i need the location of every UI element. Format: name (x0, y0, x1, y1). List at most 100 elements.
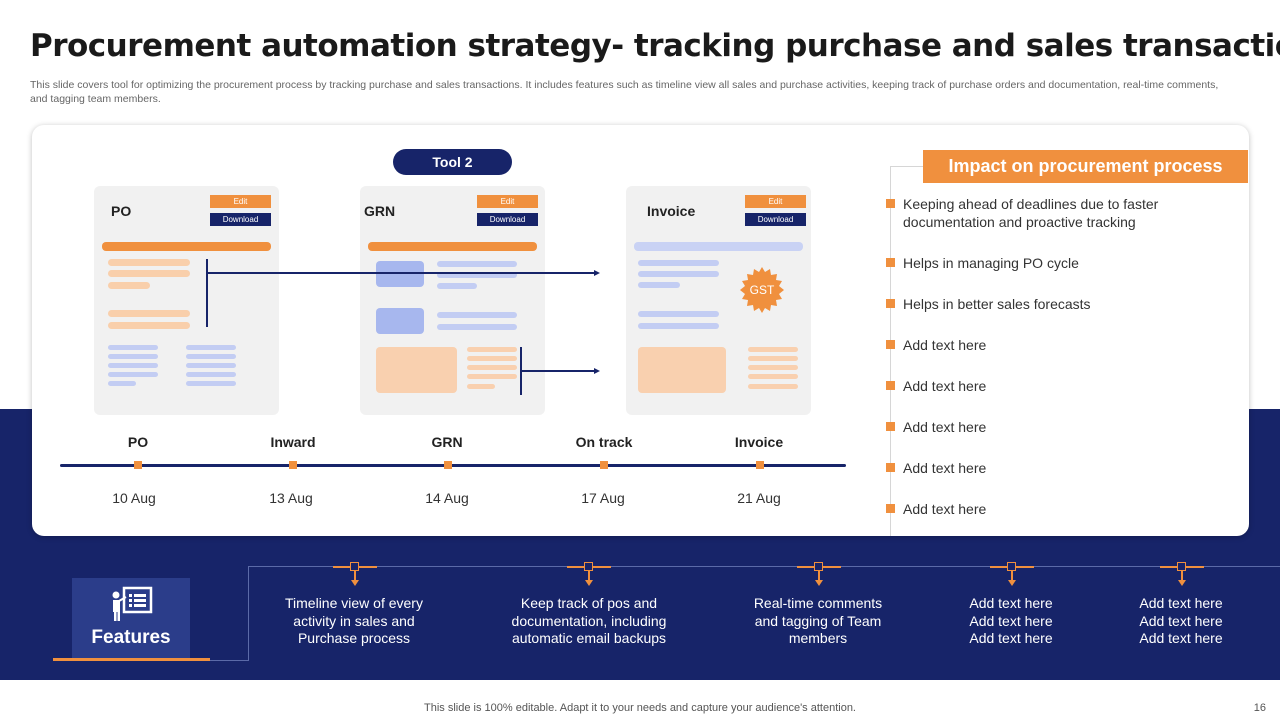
timeline-marker (134, 461, 142, 469)
po-line (186, 354, 236, 359)
feature-arrow (354, 571, 356, 584)
grn-block (376, 261, 424, 287)
impact-item: Add text here (886, 336, 1226, 354)
features-connector-line (210, 660, 249, 661)
impact-divider (890, 166, 923, 167)
timeline-label: Invoice (734, 434, 784, 450)
feature-arrow (588, 571, 590, 584)
feature-node (1177, 562, 1186, 571)
grn-line (437, 324, 517, 330)
invoice-download-button[interactable]: Download (745, 213, 806, 226)
gst-stamp-icon: GST (740, 267, 784, 313)
feature-arrowhead (585, 580, 593, 586)
grn-line (467, 356, 517, 361)
impact-heading: Impact on procurement process (923, 150, 1248, 183)
invoice-edit-button[interactable]: Edit (745, 195, 806, 208)
po-line (108, 270, 190, 277)
feature-arrowhead (351, 580, 359, 586)
impact-item: Helps in managing PO cycle (886, 254, 1226, 272)
po-line (108, 345, 158, 350)
presenter-board-icon (112, 586, 153, 621)
impact-item: Add text here (886, 377, 1226, 395)
timeline-label: On track (575, 434, 633, 450)
feature-node (1007, 562, 1016, 571)
grn-edit-button[interactable]: Edit (477, 195, 538, 208)
timeline-date: 10 Aug (112, 490, 156, 506)
feature-arrowhead (1178, 580, 1186, 586)
features-label: Features (91, 627, 171, 648)
grn-block (376, 308, 424, 334)
po-download-button[interactable]: Download (210, 213, 271, 226)
feature-arrow (1011, 571, 1013, 584)
invoice-header-bar (634, 242, 803, 251)
features-connector-line (248, 566, 249, 661)
timeline-line (60, 464, 846, 467)
slide-title: Procurement automation strategy- trackin… (30, 28, 1280, 64)
footer-note: This slide is 100% editable. Adapt it to… (424, 702, 856, 714)
impact-item-text: Add text here (903, 419, 987, 435)
po-line (108, 259, 190, 266)
impact-item-text: Helps in better sales forecasts (903, 296, 1091, 312)
po-line (108, 363, 158, 368)
po-line (108, 372, 158, 377)
grn-download-button[interactable]: Download (477, 213, 538, 226)
bullet-square-icon (886, 299, 895, 308)
impact-item-text: Helps in managing PO cycle (903, 255, 1079, 271)
invoice-block (638, 347, 726, 393)
po-edit-button[interactable]: Edit (210, 195, 271, 208)
timeline-marker (444, 461, 452, 469)
impact-item-text: Add text here (903, 378, 987, 394)
grn-line (437, 261, 517, 267)
slide-subtitle: This slide covers tool for optimizing th… (30, 79, 1219, 105)
invoice-line (748, 347, 798, 352)
po-line (186, 381, 236, 386)
impact-item-text: Add text here (903, 501, 987, 517)
po-line (108, 310, 190, 317)
timeline-date: 21 Aug (737, 490, 781, 506)
impact-item: Add text here (886, 418, 1226, 436)
feature-arrow (818, 571, 820, 584)
feature-text: Timeline view of every activity in sales… (285, 595, 423, 646)
grn-line (437, 312, 517, 318)
features-box (72, 578, 190, 658)
feature-text: Keep track of pos and documentation, inc… (511, 595, 667, 646)
po-line (108, 282, 150, 289)
timeline-date: 14 Aug (425, 490, 469, 506)
connector-arrowhead (594, 270, 600, 276)
timeline-label: GRN (431, 434, 463, 450)
connector-arrowhead (594, 368, 600, 374)
feature-text: Add text here Add text here Add text her… (1139, 595, 1223, 646)
timeline-label: Inward (270, 434, 316, 450)
timeline-date: 13 Aug (269, 490, 313, 506)
feature-arrow (1181, 571, 1183, 584)
timeline-marker (600, 461, 608, 469)
page-number: 16 (1253, 702, 1266, 714)
grn-line (437, 272, 517, 278)
po-line (108, 354, 158, 359)
feature-arrowhead (1008, 580, 1016, 586)
grn-to-invoice-connector (521, 370, 596, 372)
grn-line (437, 283, 477, 289)
bullet-square-icon (886, 381, 895, 390)
invoice-line (748, 384, 798, 389)
impact-item-text: Keeping ahead of deadlines due to faster… (903, 196, 1159, 230)
invoice-line (638, 323, 719, 329)
grn-line (467, 347, 517, 352)
po-line (186, 363, 236, 368)
impact-item-text: Add text here (903, 337, 987, 353)
bullet-square-icon (886, 340, 895, 349)
grn-block (376, 347, 457, 393)
grn-line (467, 384, 495, 389)
po-line (186, 372, 236, 377)
po-connector-vertical (206, 259, 208, 327)
grn-document-title: GRN (364, 203, 396, 219)
invoice-line (638, 282, 680, 288)
feature-node (584, 562, 593, 571)
po-line (186, 345, 236, 350)
bullet-square-icon (886, 258, 895, 267)
impact-item: Helps in better sales forecasts (886, 295, 1226, 313)
timeline-date: 17 Aug (581, 490, 625, 506)
po-header-bar (102, 242, 271, 251)
features-connector-line (248, 566, 1280, 567)
bullet-square-icon (886, 463, 895, 472)
